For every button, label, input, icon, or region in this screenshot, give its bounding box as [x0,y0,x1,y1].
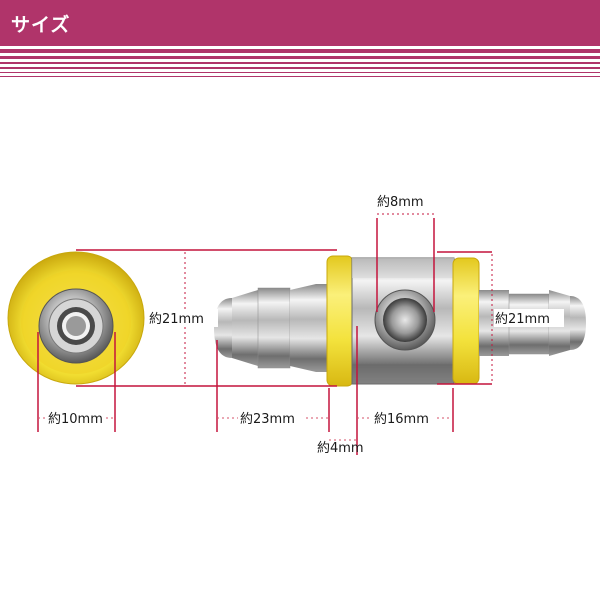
washer-right [452,257,480,385]
hole-diameter-label: 約8mm [377,195,424,210]
end-view [7,251,145,385]
dimension-lines [37,213,493,455]
washer-left [326,255,354,387]
dimension-dotted [38,417,453,441]
washer-thickness-label: 約4mm [317,441,364,456]
barb-length-label: 約23mm [240,412,295,427]
left-barb [214,284,327,372]
body-length-label: 約16mm [374,412,429,427]
outer-diameter-left-label: 約21mm [149,312,204,327]
outer-diameter-right-label: 約21mm [495,312,550,327]
section-header: サイズ [0,0,600,46]
center-body [351,257,455,385]
inner-diameter-label: 約10mm [48,412,103,427]
section-title: サイズ [11,14,71,36]
header-stripes [0,49,600,79]
